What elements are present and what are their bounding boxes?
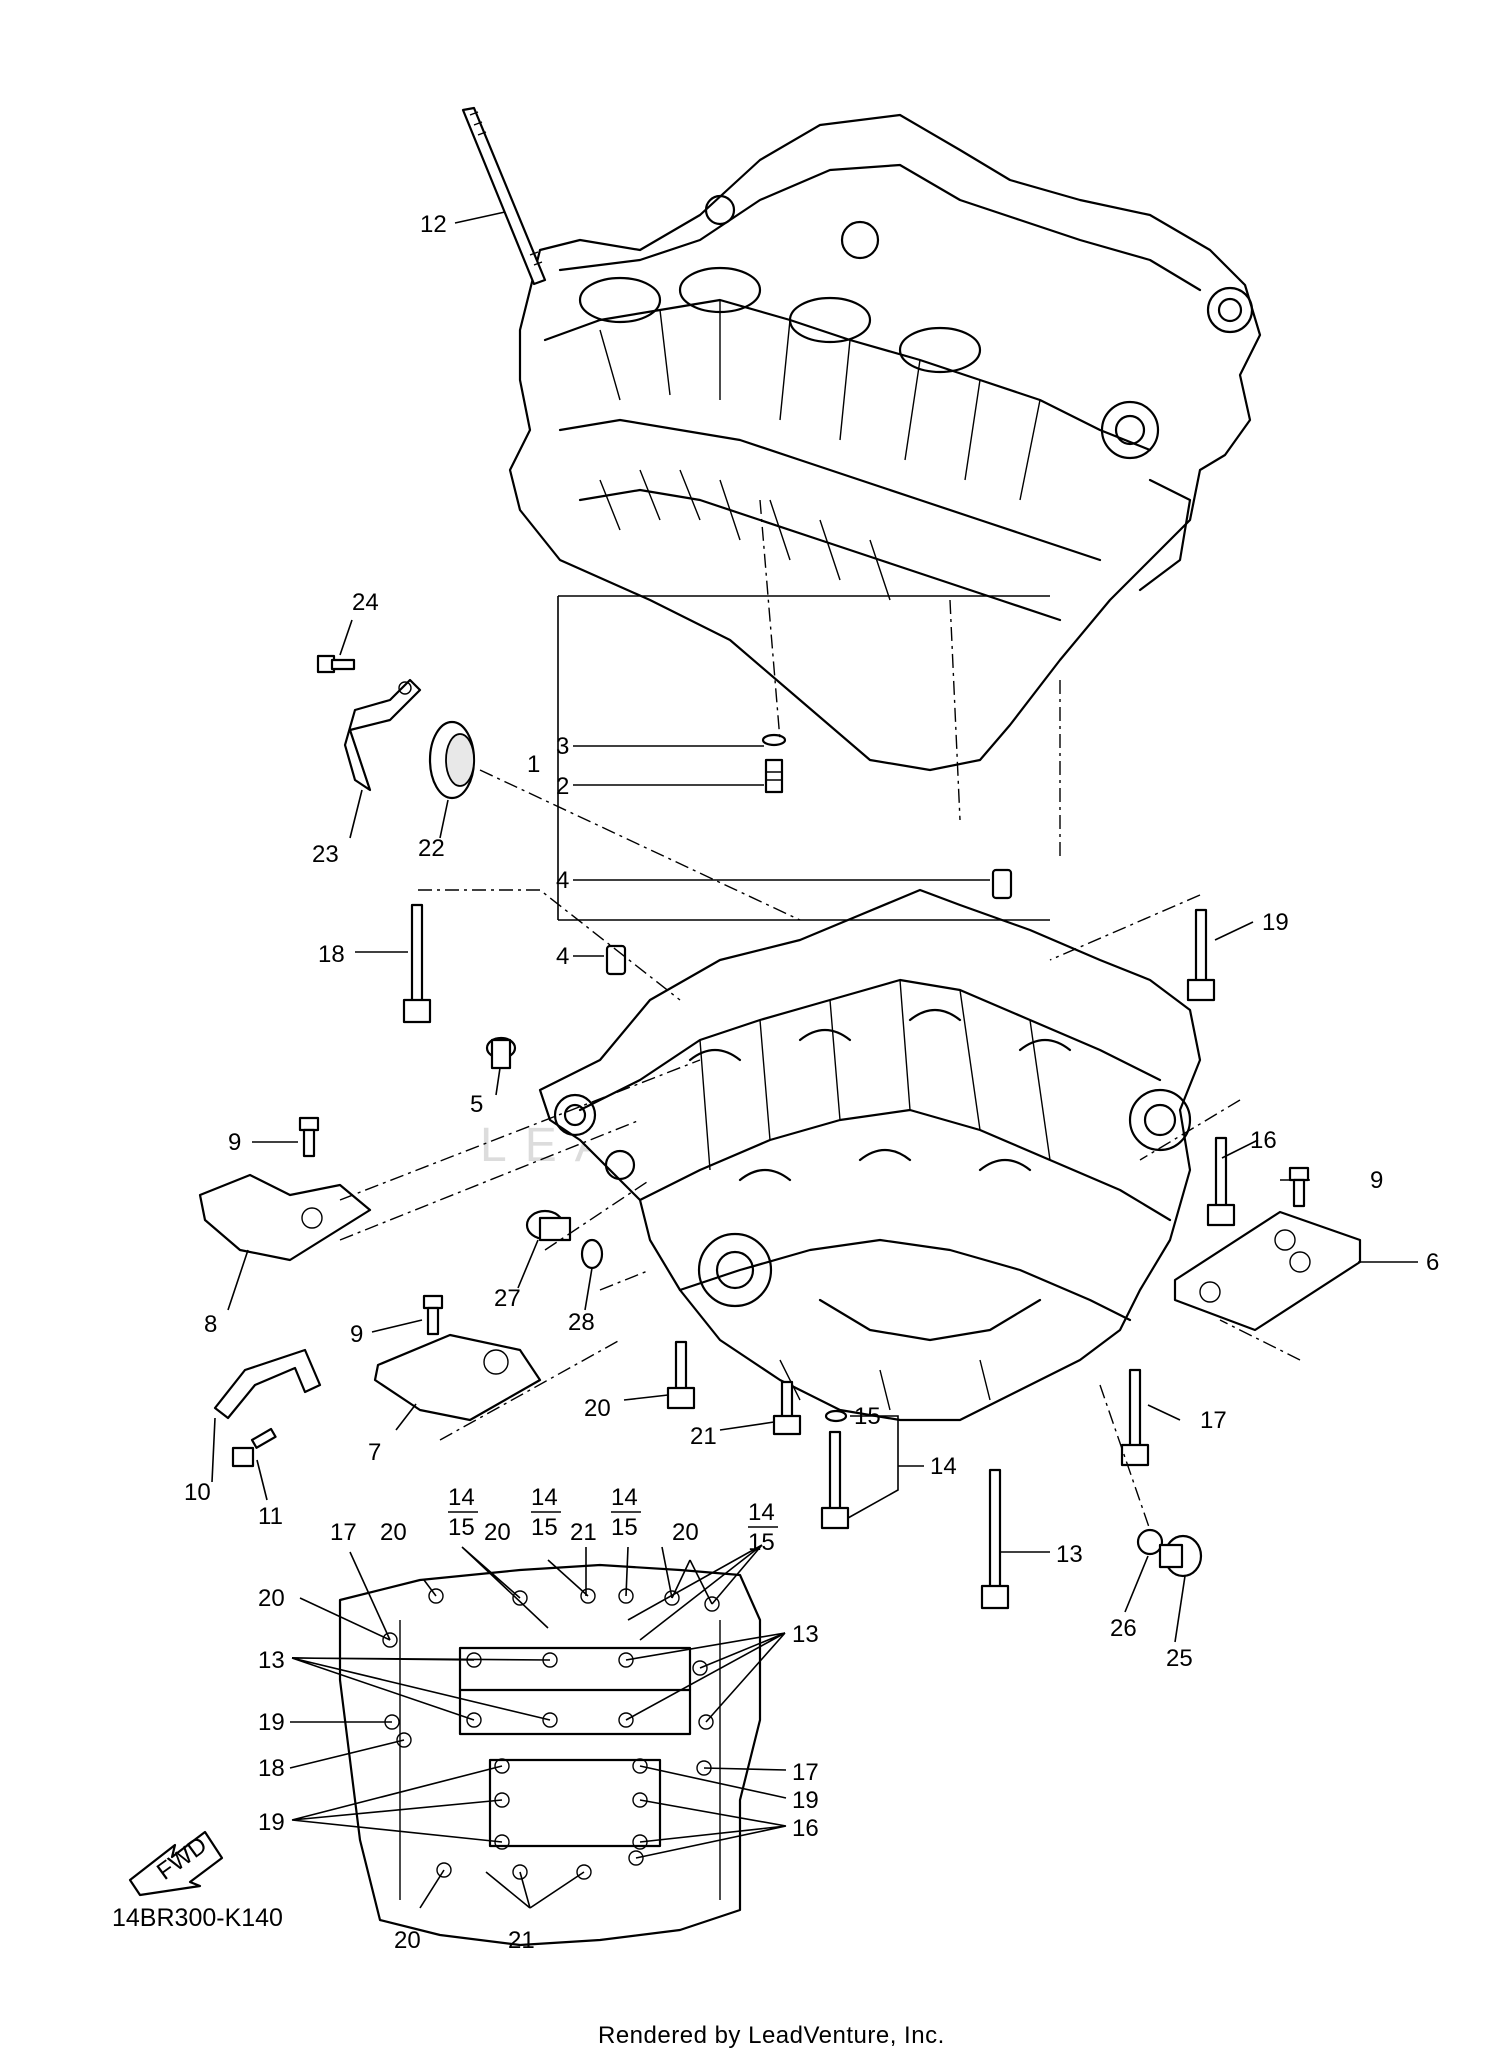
callout-k20d: 20 (258, 1585, 285, 1612)
callout-4a: 4 (556, 867, 569, 894)
callout-28: 28 (568, 1309, 595, 1336)
callout-k21: 21 (570, 1519, 597, 1546)
callout-k13r: 13 (792, 1621, 819, 1648)
callout-k19b: 19 (792, 1787, 819, 1814)
callout-k16: 16 (792, 1815, 819, 1842)
callout-20a: 20 (584, 1395, 611, 1422)
render-credit: Rendered by LeadVenture, Inc. (598, 2022, 945, 2049)
callout-25: 25 (1166, 1645, 1193, 1672)
callout-7: 7 (368, 1439, 381, 1466)
alignment-lines (339, 499, 1301, 1531)
bolt-18[interactable] (402, 903, 432, 1024)
callout-16: 16 (1250, 1127, 1277, 1154)
bolt-21[interactable] (772, 1380, 802, 1436)
baffle-plate-7[interactable] (373, 1333, 542, 1422)
bolt-14[interactable] (820, 1430, 850, 1530)
callout-9a: 9 (228, 1129, 241, 1156)
bolt-17[interactable] (1120, 1368, 1150, 1467)
callout-k15d: 15 (748, 1529, 775, 1556)
lower-crankcase[interactable] (538, 888, 1202, 1422)
callout-26: 26 (1110, 1615, 1137, 1642)
callout-14a: 14 (930, 1453, 957, 1480)
bearing-22[interactable] (428, 720, 476, 800)
callout-k14a: 14 (448, 1484, 475, 1511)
callout-11: 11 (258, 1503, 283, 1530)
callout-23: 23 (312, 841, 339, 868)
o-ring-3[interactable] (761, 733, 787, 747)
callout-k20e: 20 (394, 1927, 421, 1954)
screw-9c[interactable] (422, 1294, 444, 1336)
inset-leader-lines (289, 1511, 787, 1909)
callout-k13l: 13 (258, 1647, 285, 1674)
bracket-23[interactable] (343, 678, 422, 792)
drain-plug-27[interactable] (525, 1209, 572, 1242)
callout-k14d: 14 (748, 1499, 775, 1526)
callout-19: 19 (1262, 909, 1289, 936)
bolt-11[interactable] (231, 1427, 277, 1468)
bolt-20[interactable] (666, 1340, 696, 1410)
callout-3: 3 (556, 733, 569, 760)
dowel-pin-4a[interactable] (991, 868, 1013, 900)
callout-24: 24 (352, 589, 379, 616)
baffle-plate-8[interactable] (198, 1173, 372, 1262)
screw-9a[interactable] (298, 1116, 320, 1158)
callout-k14b: 14 (531, 1484, 558, 1511)
callout-27: 27 (494, 1285, 521, 1312)
callout-4b: 4 (556, 943, 569, 970)
bolt-24[interactable] (316, 654, 356, 674)
callout-k15a: 15 (448, 1514, 475, 1541)
washer-26[interactable] (1136, 1528, 1164, 1556)
callout-k21b: 21 (508, 1927, 535, 1954)
callout-k19a: 19 (258, 1709, 285, 1736)
callout-1: 1 (527, 751, 540, 778)
clamp-10[interactable] (213, 1348, 322, 1420)
callout-5: 5 (470, 1091, 483, 1118)
callout-k20b: 20 (484, 1519, 511, 1546)
inset-bottom-view (338, 1563, 762, 1947)
callout-k20c: 20 (672, 1519, 699, 1546)
plug-25[interactable] (1158, 1534, 1203, 1578)
callout-k17b: 17 (792, 1759, 819, 1786)
fwd-arrow-icon: FWD (128, 1830, 224, 1897)
upper-crankcase[interactable] (508, 113, 1262, 772)
callout-18: 18 (318, 941, 345, 968)
bolt-13[interactable] (980, 1468, 1010, 1610)
callout-k15b: 15 (531, 1514, 558, 1541)
diagram-code: 14BR300-K140 (112, 1904, 283, 1932)
bolt-16[interactable] (1206, 1136, 1236, 1227)
leader-lines (211, 211, 1418, 1643)
bolt-19[interactable] (1186, 908, 1216, 1002)
plug-5[interactable] (485, 1036, 517, 1070)
callout-8: 8 (204, 1311, 217, 1338)
callout-17a: 17 (1200, 1407, 1227, 1434)
callout-9b: 9 (1370, 1167, 1383, 1194)
callout-9c: 9 (350, 1321, 363, 1348)
screw-9b[interactable] (1288, 1166, 1310, 1208)
callout-k19c: 19 (258, 1809, 285, 1836)
callout-12: 12 (420, 211, 447, 238)
washer-15[interactable] (824, 1409, 848, 1423)
callout-21a: 21 (690, 1423, 717, 1450)
callout-k20a: 20 (380, 1519, 407, 1546)
callout-10: 10 (184, 1479, 211, 1506)
callout-k14c: 14 (611, 1484, 638, 1511)
nozzle-2[interactable] (764, 758, 784, 794)
callout-6: 6 (1426, 1249, 1439, 1276)
stud-bolt-12[interactable] (461, 106, 547, 286)
callout-13a: 13 (1056, 1541, 1083, 1568)
washer-28[interactable] (580, 1238, 604, 1270)
callout-k15c: 15 (611, 1514, 638, 1541)
callout-k18: 18 (258, 1755, 285, 1782)
callout-22: 22 (418, 835, 445, 862)
callout-2: 2 (556, 773, 569, 800)
callout-15a: 15 (854, 1403, 881, 1430)
baffle-plate-6[interactable] (1173, 1210, 1362, 1332)
callout-k17: 17 (330, 1519, 357, 1546)
